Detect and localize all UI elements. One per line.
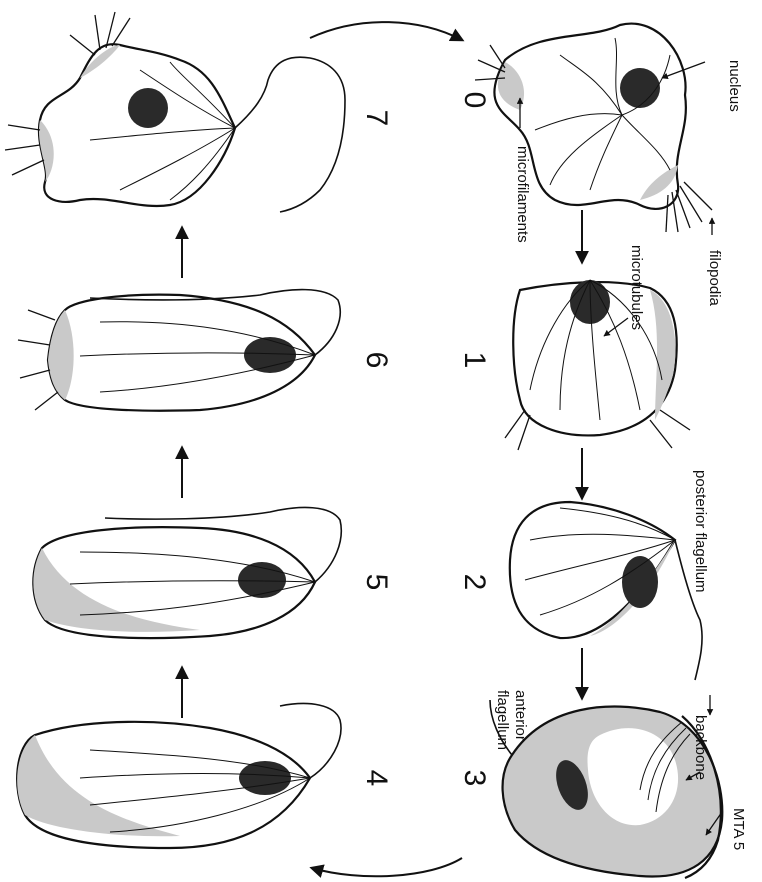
label-anterior-flagellum-1: anterior xyxy=(512,690,529,741)
cell-stage-0 xyxy=(475,24,712,235)
nucleus xyxy=(128,88,168,128)
cell-stage-1 xyxy=(505,280,690,450)
label-mta5: MTA 5 xyxy=(730,808,747,850)
flagellum-line xyxy=(235,57,345,212)
cell-stage-4 xyxy=(17,704,341,848)
label-anterior-flagellum-2: flagellum xyxy=(494,690,511,750)
arrow-7-to-0 xyxy=(310,22,462,40)
label-microtubules: microtubules xyxy=(628,245,645,330)
stage-number-7: 7 xyxy=(360,110,393,127)
cell-stage-6 xyxy=(18,290,340,411)
stage-number-6: 6 xyxy=(360,352,393,369)
nucleus xyxy=(244,337,296,373)
arrow-3-to-4 xyxy=(312,858,462,876)
nucleus xyxy=(239,761,291,795)
stage-number-1: 1 xyxy=(458,352,491,369)
stage-number-4: 4 xyxy=(360,770,393,787)
label-backbone: backbone xyxy=(692,715,709,780)
nucleus xyxy=(620,68,660,108)
stage-number-3: 3 xyxy=(458,770,491,787)
cell-stage-5 xyxy=(33,507,341,638)
label-microfilaments: microfilaments xyxy=(514,146,531,243)
stage-number-5: 5 xyxy=(360,574,393,591)
label-nucleus: nucleus xyxy=(726,60,743,112)
label-posterior-flagellum: posterior flagellum xyxy=(692,470,709,593)
nucleus xyxy=(622,556,658,608)
label-filopodia: filopodia xyxy=(706,250,723,307)
stage-number-2: 2 xyxy=(458,574,491,591)
cell-stage-7 xyxy=(5,12,345,212)
stage-number-0: 0 xyxy=(458,92,491,109)
cell-stage-2 xyxy=(510,502,702,680)
